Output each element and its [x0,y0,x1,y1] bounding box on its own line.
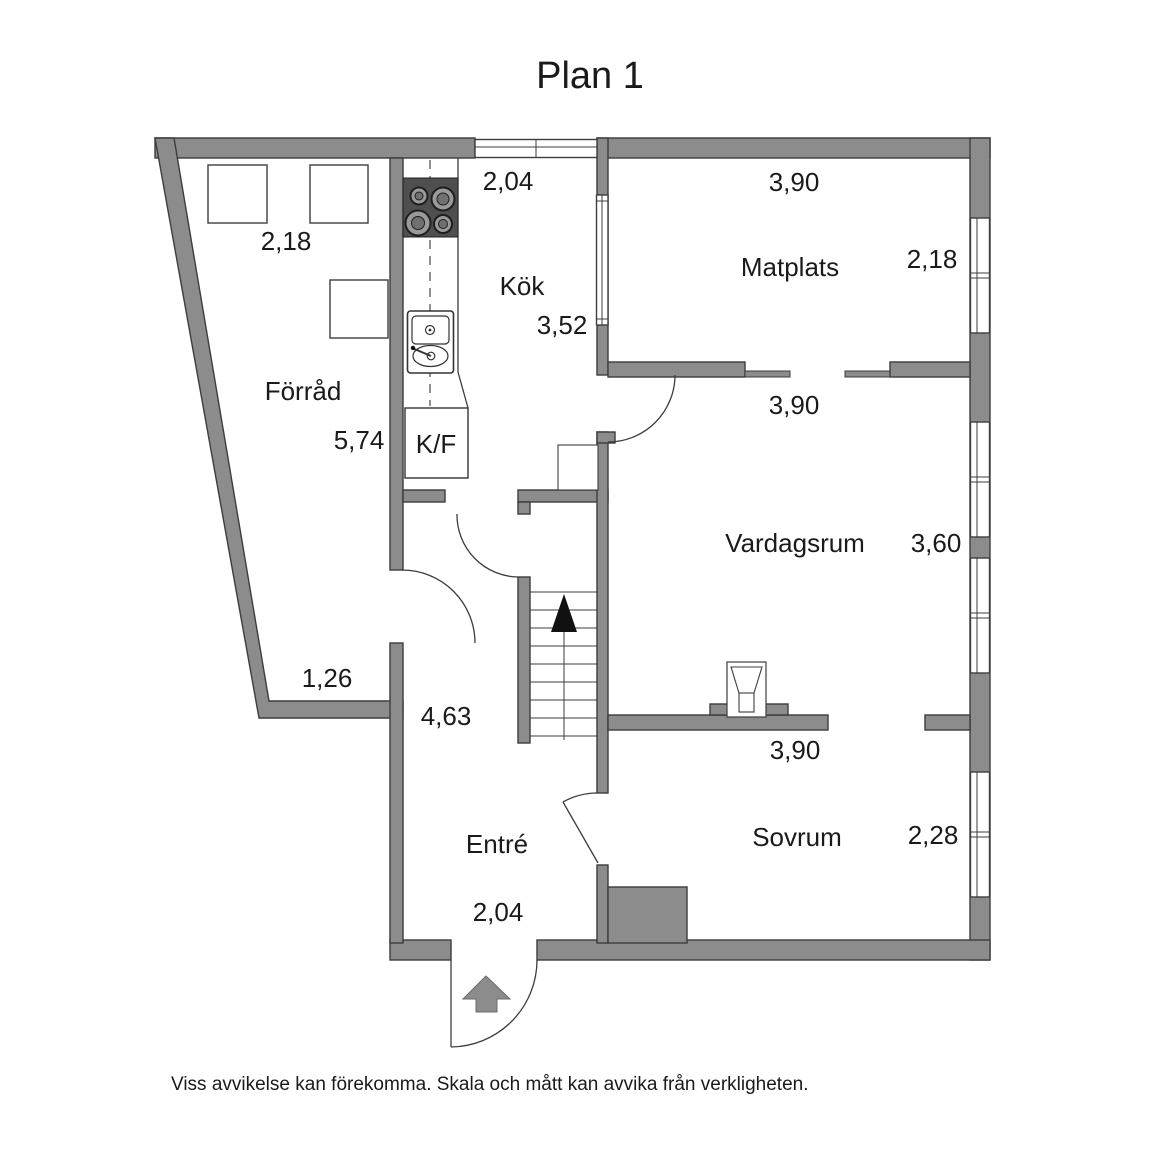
window-sovrum-icon [969,771,991,898]
door-entrance-icon [450,959,538,1048]
counter-edge [457,158,469,409]
windows [474,138,991,898]
door-arc-hall-icon [456,513,519,578]
stairs-up-arrow-icon [551,594,577,632]
dim-matplats-depth: 2,18 [907,244,958,274]
room-label-vardagsrum: Vardagsrum [725,528,865,558]
window-vardagsrum-upper-icon [969,421,991,538]
dim-kok-depth: 3,52 [537,310,588,340]
dim-matplats-width: 3,90 [769,167,820,197]
window-kok-top-icon [474,138,598,159]
dim-entre-length: 4,63 [421,701,472,731]
fridge-freezer-box [404,407,469,479]
wall-vardagsrum-bottom [607,714,829,731]
wall-matplats-bottom-right [889,361,971,378]
wall-entre-left [389,642,404,944]
page-title: Plan 1 [536,55,644,97]
wall-hall-horizontal [517,489,609,503]
wall-bottom-left [389,939,452,961]
wall-bottom-right [536,939,991,961]
stove-icon [402,177,459,238]
furniture-square [207,164,268,224]
walls [154,137,991,961]
door-sovrum-icon [562,792,599,864]
dim-forrad-bottom: 1,26 [302,663,353,693]
entrance-arrow-icon [461,975,512,1013]
window-kok-matplats-icon [595,194,609,326]
stairs-up-icon [530,444,599,740]
furniture-square [329,279,389,339]
doors [401,374,676,1048]
forrad-furniture [207,164,389,339]
wall-forrad-right-upper [389,157,404,571]
sink-icon [406,310,455,374]
room-label-kf: K/F [416,429,456,459]
dim-kok-width: 2,04 [483,166,534,196]
sill-matplats-right [844,370,891,378]
wall-stub-kf [402,489,446,503]
wall-matplats-bottom-left [607,361,746,378]
sill-matplats-left [744,370,791,378]
wall-stair-right-cap [596,431,616,444]
kitchen-fixtures [402,158,469,479]
room-label-entre: Entré [466,829,528,859]
wall-stair-left [517,576,531,744]
dim-forrad-side: 5,74 [334,425,385,455]
window-vardagsrum-lower-icon [969,557,991,674]
dim-entre-width: 2,04 [473,897,524,927]
dim-sovrum-depth: 2,28 [908,820,959,850]
window-matplats-right-icon [969,217,991,334]
room-label-forrad: Förråd [265,376,342,406]
chimney-block [607,886,688,944]
footer-disclaimer: Viss avvikelse kan förekomma. Skala och … [171,1074,809,1095]
room-label-kok: Kök [500,271,546,301]
wall-top-right [596,137,991,159]
room-label-matplats: Matplats [741,252,839,282]
wall-sovrum-top-stub [924,714,971,731]
fireplace-icon [726,661,767,718]
wall-stair-right [596,431,609,794]
dim-vardagsrum-depth: 3,60 [911,528,962,558]
stair-landing [557,444,599,491]
dim-matplats-bottom: 3,90 [769,390,820,420]
dim-vardagsrum-bottom: 3,90 [770,735,821,765]
room-label-sovrum: Sovrum [752,822,842,852]
furniture-square [309,164,369,224]
dim-forrad-top: 2,18 [261,226,312,256]
wall-entre-right-lower [596,864,609,944]
wall-top-left [154,137,476,159]
door-arc-forrad-icon [401,569,476,644]
wall-hall-notch [517,501,531,515]
door-arc-kok-icon [607,374,676,443]
